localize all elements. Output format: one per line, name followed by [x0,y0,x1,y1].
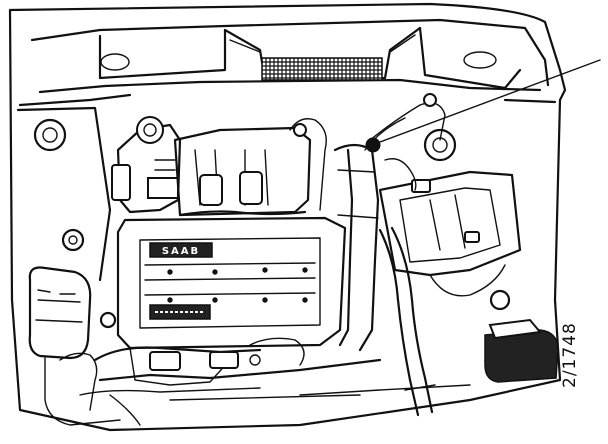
leader-line [379,59,601,143]
highlighted-component-marker [365,137,381,153]
intake-manifold [173,118,327,217]
coolant-hose [333,143,380,352]
front-cross-member [59,337,471,426]
washer-reservoir [28,266,121,426]
grille-vent [261,57,383,81]
saab-emblem-text: SAAB [162,246,200,257]
strut-tower-left [33,118,67,152]
battery [378,170,522,297]
battery-terminal-icon [411,179,431,193]
cam-cover: SAAB [116,216,347,386]
power-steering-reservoir [484,289,559,383]
expansion-tank [111,116,182,214]
saab-emblem-plate [149,242,213,258]
left-inner-wing [16,106,117,329]
wiring-harness [364,93,446,191]
figure-code-label: 2/1748 [560,322,580,388]
strut-tower-right [423,128,457,162]
callout [365,59,601,153]
body-frame [8,2,567,432]
cowl-grille [98,26,522,90]
